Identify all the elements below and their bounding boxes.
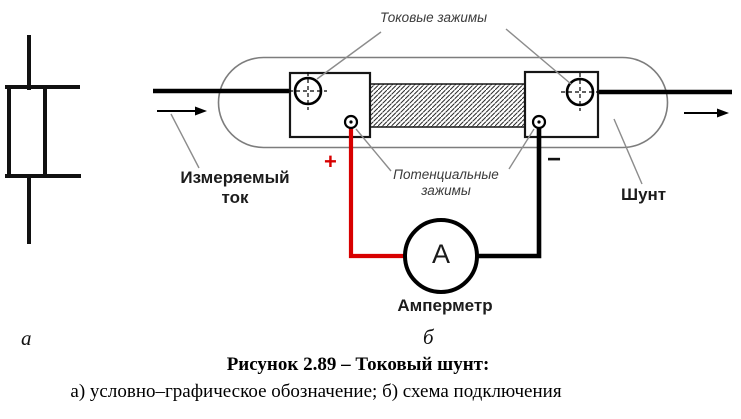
resistive-element — [369, 83, 526, 128]
figure-caption-title: Рисунок 2.89 – Токовый шунт: — [226, 354, 490, 375]
current-terminal-icon-left — [289, 72, 327, 110]
plus-sign: + — [324, 149, 337, 174]
shunt-diagram-canvas — [5, 28, 732, 294]
ammeter-label: Амперметр — [397, 296, 493, 315]
shunt-body-outline — [217, 56, 669, 149]
potential-terminal-icon-right — [531, 114, 547, 130]
main-conductor — [153, 88, 732, 95]
figure-caption-subtitle: а) условно–графическое обозначение; б) с… — [70, 381, 562, 402]
negative-wire — [476, 126, 542, 259]
part-b-letter: б — [423, 325, 434, 349]
positive-wire — [348, 126, 408, 259]
current-arrow-left — [157, 106, 207, 116]
part-a-letter: а — [21, 326, 32, 350]
leader-lines — [170, 28, 643, 185]
minus-sign: − — [547, 146, 562, 173]
potential-clamps-label: Потенциальные зажимы — [393, 167, 499, 199]
measured-current-label: Измеряемый ток — [180, 168, 290, 208]
shunt-schematic-symbol — [5, 35, 81, 244]
ammeter-symbol: А — [431, 239, 451, 269]
current-clamps-label: Токовые зажимы — [380, 10, 488, 25]
potential-terminal-icon-left — [343, 114, 359, 130]
current-terminal-icon-right — [561, 73, 599, 111]
ammeter-icon — [403, 218, 479, 294]
current-arrow-right — [684, 108, 729, 118]
shunt-label: Шунт — [621, 185, 667, 204]
